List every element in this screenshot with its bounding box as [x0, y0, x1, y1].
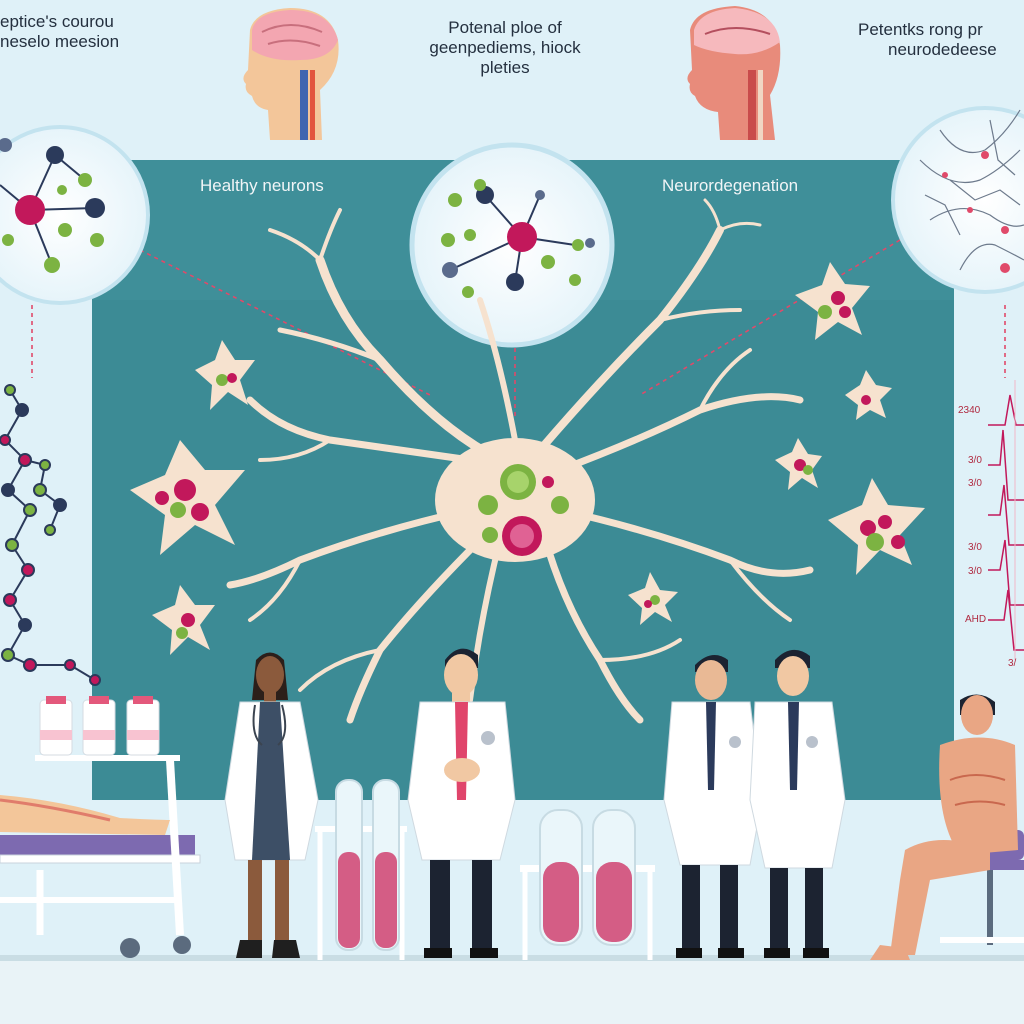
caption-top-center: Potenal ploe of geenpediems, hiock pleti… [395, 18, 615, 78]
caption-line: geenpediems, hiock [429, 38, 581, 57]
glial-cell [828, 478, 925, 575]
test-tube-rack-right [520, 809, 655, 960]
glial-cell [130, 440, 245, 555]
doctor-figure [407, 648, 516, 958]
glial-cell [845, 370, 892, 420]
chart-label: 3/0 [968, 478, 982, 489]
molecule-circle-center [409, 142, 615, 348]
caption-line: eptice's courou [0, 12, 114, 31]
caption-line: neurodedeese [888, 40, 997, 59]
caption-top-right: Petentks rong pr neurodedeese [858, 20, 1024, 60]
seated-patient-right [870, 694, 1024, 960]
caption-line: pleties [480, 58, 530, 77]
medical-bed-left [0, 759, 201, 958]
degenerated-network-circle-right [891, 106, 1024, 294]
eeg-chart-right [988, 380, 1024, 660]
molecule-chain-left [0, 384, 101, 686]
chart-label: 3/0 [968, 455, 982, 466]
chart-label: 3/0 [968, 566, 982, 577]
connector-lines [31, 239, 1006, 420]
head-profile-right-icon [687, 6, 781, 140]
label-healthy-neurons: Healthy neurons [200, 176, 324, 195]
glial-cell [628, 572, 678, 625]
caption-line: neselo meesion [0, 32, 120, 51]
glial-cell [195, 340, 255, 410]
chart-label: 3/0 [968, 542, 982, 553]
medicine-shelf [35, 696, 180, 761]
chart-label: AHD [965, 614, 987, 625]
caption-top-left: eptice's courou neselo meesion [0, 12, 165, 52]
doctor-figure [663, 655, 763, 958]
label-neurodegeneration: Neurordegenation [662, 176, 799, 195]
doctor-figure [224, 652, 319, 958]
caption-line: Petentks rong pr [858, 20, 983, 39]
glial-cell [775, 438, 822, 490]
chart-label: 3/ [1008, 658, 1017, 669]
chart-label: 2340 [958, 405, 981, 416]
head-profile-left-icon [243, 8, 339, 140]
doctor-figure [749, 649, 846, 958]
caption-line: Potenal ploe of [448, 18, 562, 37]
glial-cell [152, 585, 215, 655]
test-tube-rack-left [315, 779, 407, 960]
molecule-circle-left [0, 125, 150, 305]
central-neuron [226, 198, 814, 724]
glial-cell [795, 262, 870, 340]
floor-strip [0, 960, 1024, 1024]
